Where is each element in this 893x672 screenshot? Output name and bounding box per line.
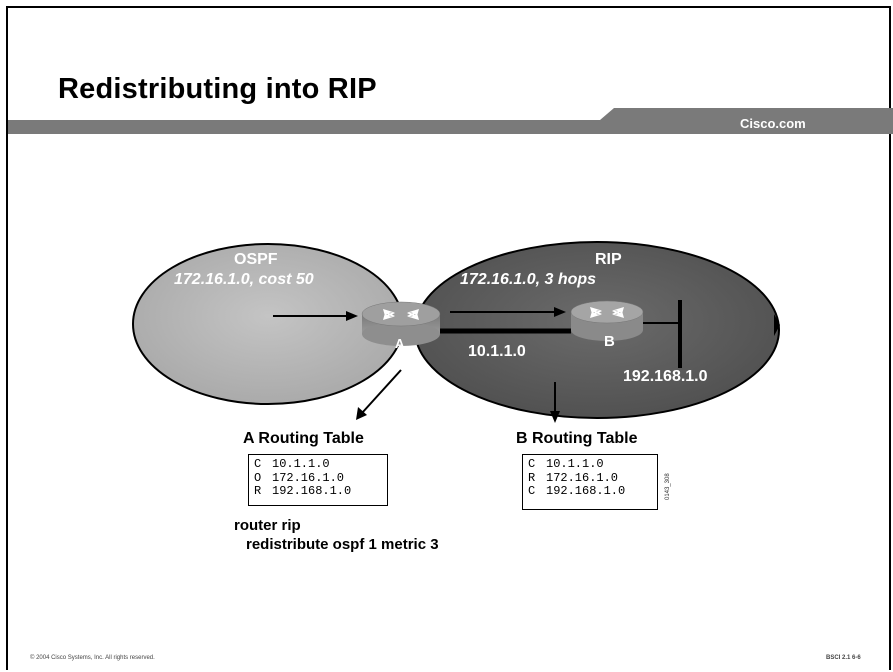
arrow-a-to-table bbox=[356, 407, 367, 420]
brand-label: Cisco.com bbox=[740, 116, 806, 131]
ospf-route-label: 172.16.1.0, cost 50 bbox=[174, 271, 314, 288]
config-line-2: redistribute ospf 1 metric 3 bbox=[246, 536, 439, 553]
figure-id: 0143_308 bbox=[665, 473, 671, 500]
rip-route-label: 172.16.1.0, 3 hops bbox=[460, 271, 597, 288]
network-lan-label: 192.168.1.0 bbox=[623, 368, 708, 385]
config-line-1: router rip bbox=[234, 517, 301, 534]
router-b bbox=[570, 300, 644, 341]
arrow-a-to-b bbox=[554, 307, 566, 317]
network-ab-label: 10.1.1.0 bbox=[468, 343, 526, 360]
table-a-title: A Routing Table bbox=[243, 430, 364, 447]
ospf-label: OSPF bbox=[234, 251, 278, 268]
arrow-b-to-table bbox=[550, 411, 560, 423]
slide-title: Redistributing into RIP bbox=[58, 73, 377, 105]
arrow-ospf-to-a bbox=[346, 311, 358, 321]
rip-label: RIP bbox=[595, 251, 622, 268]
table-b-title: B Routing Table bbox=[516, 430, 638, 447]
course-code: BSCI 2.1 6-6 bbox=[826, 655, 861, 661]
copyright-text: © 2004 Cisco Systems, Inc. All rights re… bbox=[30, 655, 155, 661]
router-a bbox=[361, 301, 441, 346]
router-a-label: A bbox=[395, 336, 405, 351]
router-b-label: B bbox=[604, 333, 615, 350]
